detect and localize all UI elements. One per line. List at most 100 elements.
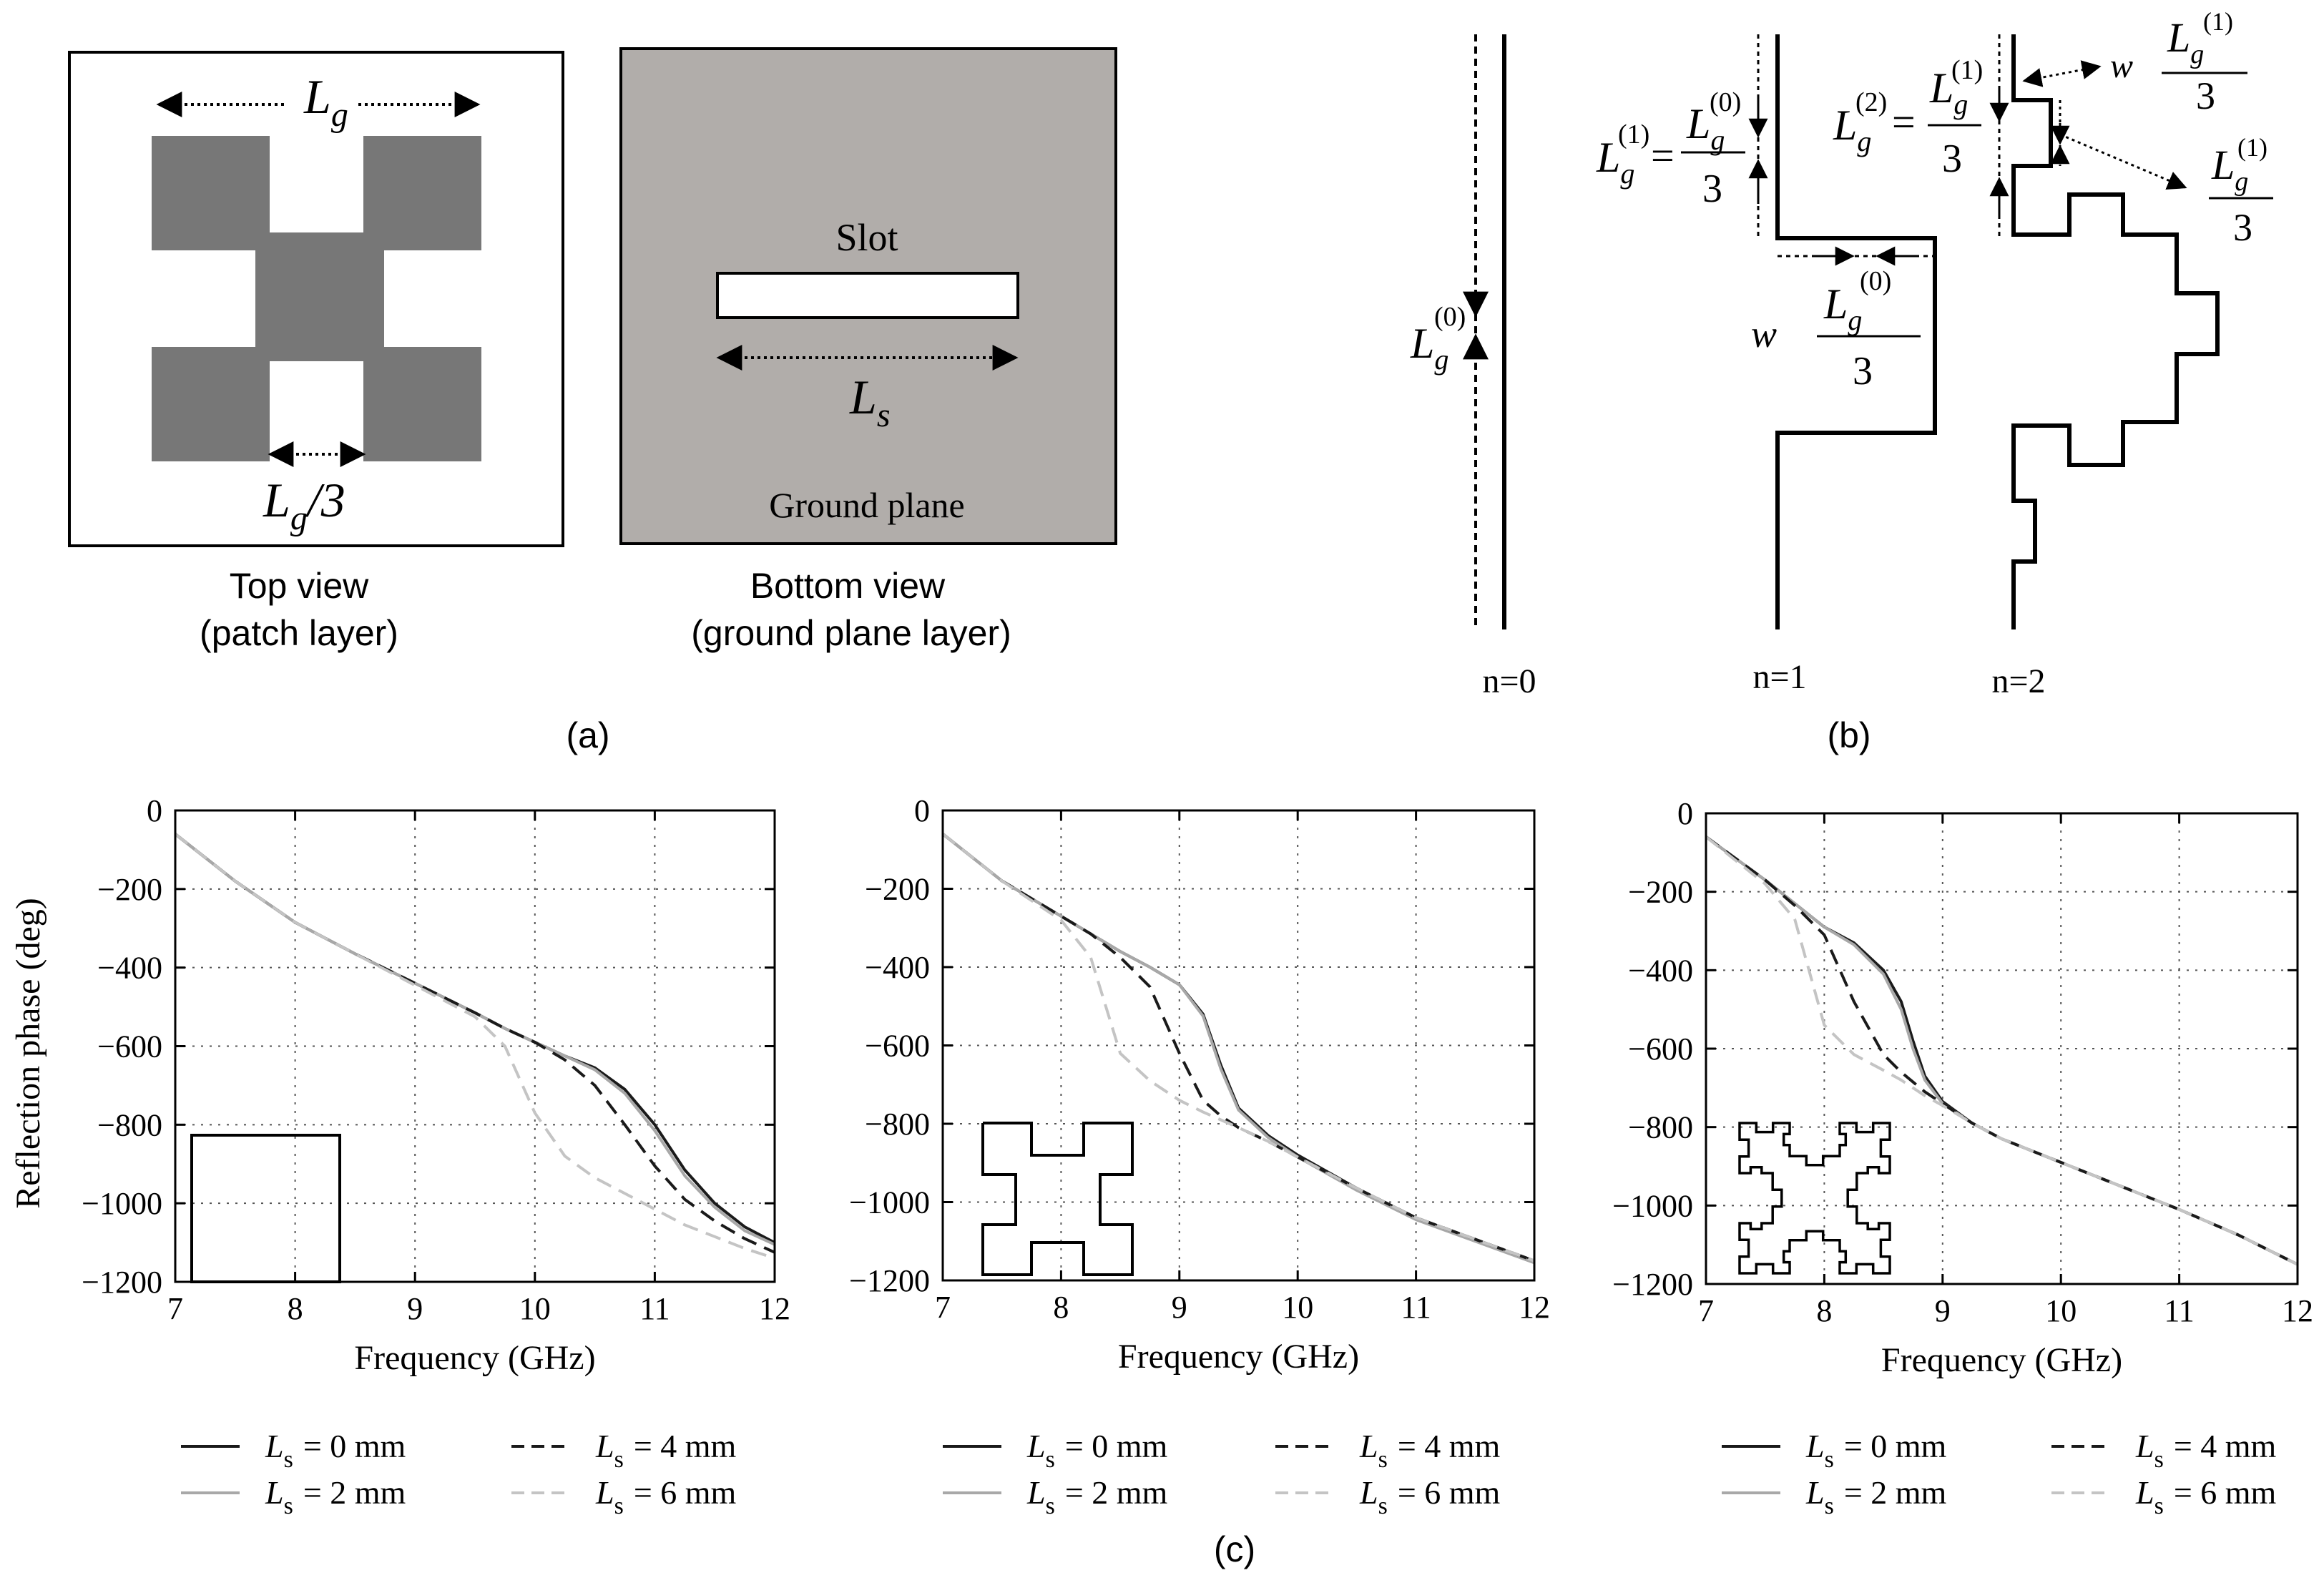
x-tick-label: 12 xyxy=(1519,1290,1550,1325)
y-tick-label: −200 xyxy=(865,872,930,907)
y-tick-label: −600 xyxy=(1628,1031,1693,1067)
series-line-0mm xyxy=(1705,835,2298,1266)
legend-item-2mm: Ls= 2 mm xyxy=(943,1474,1168,1519)
legend-label: Ls= 6 mm xyxy=(595,1474,737,1519)
y-tick-label: −800 xyxy=(1628,1110,1693,1145)
top-view: Lg Lg/3 Top view (patch layer) xyxy=(68,51,564,653)
series-line-2mm xyxy=(174,833,775,1246)
y-tick-label: −1200 xyxy=(1612,1267,1693,1302)
plot-frame xyxy=(1705,812,2299,1285)
x-tick-label: 10 xyxy=(2045,1293,2077,1328)
lg0-num-n1-w: Lg xyxy=(1823,280,1862,336)
y-tick-label: 0 xyxy=(914,793,930,828)
lg1-num-n2: Lg xyxy=(1929,64,1968,120)
top-view-caption-1: Top view xyxy=(230,566,369,606)
lg2-sup: (2) xyxy=(1855,87,1887,117)
y-tick-label: −400 xyxy=(1628,953,1693,988)
x-axis-label: Frequency (GHz) xyxy=(1881,1341,2122,1379)
lg0-label-n0: Lg xyxy=(1410,320,1448,376)
y-tick-label: −1200 xyxy=(849,1263,930,1298)
legend-label: Ls= 4 mm xyxy=(595,1428,737,1473)
legend-item-0mm: Ls= 0 mm xyxy=(181,1428,406,1473)
legend-item-0mm: Ls= 0 mm xyxy=(1722,1428,1947,1473)
x-tick-label: 8 xyxy=(1053,1290,1069,1325)
three-2: 3 xyxy=(1853,349,1873,393)
bottom-view-caption-1: Bottom view xyxy=(750,566,946,606)
y-tick-label: −800 xyxy=(97,1107,162,1142)
y-tick-label: −400 xyxy=(865,950,930,985)
three-1: 3 xyxy=(1702,167,1722,211)
series-line-0mm xyxy=(174,833,775,1244)
series-line-6mm xyxy=(1705,835,2298,1266)
lg0-num-n1: Lg xyxy=(1686,100,1725,156)
x-tick-label: 12 xyxy=(2282,1293,2313,1328)
lg1-sup: (1) xyxy=(1618,119,1649,150)
legend-label: Ls= 0 mm xyxy=(265,1428,406,1473)
panel-c-charts: 7 8 9 10 11 12 0 −200 −400 −600 −800 −1000 −1200Freq… xyxy=(9,793,2313,1379)
x-tick-label: 7 xyxy=(1698,1293,1714,1328)
n2-label: n=2 xyxy=(1991,662,2045,700)
legend-item-4mm: Ls= 4 mm xyxy=(2051,1428,2277,1473)
y-tick-label: −1000 xyxy=(1612,1188,1693,1223)
y-tick-label: −1200 xyxy=(82,1265,162,1300)
iteration-2 xyxy=(1928,34,2273,629)
equals-1: = xyxy=(1651,132,1675,179)
slot xyxy=(716,272,1019,319)
ls-label: Ls xyxy=(849,370,891,434)
y-tick-label: −200 xyxy=(97,872,162,907)
fractal-patch-shape xyxy=(152,136,481,461)
n0-label: n=0 xyxy=(1482,662,1536,700)
series-line-2mm xyxy=(1705,835,2298,1266)
plot-frame xyxy=(941,809,1536,1282)
n1-label: n=1 xyxy=(1752,658,1806,696)
legend-item-6mm: Ls= 6 mm xyxy=(1275,1474,1501,1519)
three-5: 3 xyxy=(2233,206,2252,249)
y-tick-label: −1000 xyxy=(849,1185,930,1220)
iteration-1 xyxy=(1748,34,1937,629)
ground-plane-label: Ground plane xyxy=(769,485,965,525)
lg3-label: Lg/3 xyxy=(263,473,345,537)
inset-fractal-1 xyxy=(981,1122,1134,1276)
inset-fractal-2 xyxy=(1738,1122,1891,1275)
x-tick-label: 8 xyxy=(288,1291,303,1326)
legend-label: Ls= 4 mm xyxy=(2135,1428,2277,1473)
x-tick-label: 11 xyxy=(1401,1290,1431,1325)
series-line-6mm xyxy=(174,833,775,1260)
legend-label: Ls= 4 mm xyxy=(1359,1428,1501,1473)
y-tick-label: −600 xyxy=(97,1029,162,1064)
legend-item-6mm: Ls= 6 mm xyxy=(511,1474,737,1519)
panel-b-labels: Lg (0) Lg (1) = Lg (0) 3 w Lg (0) 3 Lg (… xyxy=(1410,7,2267,755)
bottom-view: Slot Ls Ground plane Bottom view (ground… xyxy=(619,47,1117,653)
x-axis-label: Frequency (GHz) xyxy=(354,1339,595,1377)
lg0-sup-n1-w: (0) xyxy=(1860,266,1891,296)
y-axis-label: Reflection phase (deg) xyxy=(9,898,47,1208)
legend-item-2mm: Ls= 2 mm xyxy=(1722,1474,1947,1519)
three-4: 3 xyxy=(2196,74,2215,117)
legend-label: Ls= 0 mm xyxy=(1805,1428,1947,1473)
bottom-view-caption-2: (ground plane layer) xyxy=(691,613,1011,653)
y-tick-label: −600 xyxy=(865,1029,930,1064)
legend-label: Ls= 0 mm xyxy=(1026,1428,1168,1473)
x-tick-label: 9 xyxy=(1935,1293,1951,1328)
x-tick-label: 7 xyxy=(167,1291,183,1326)
series-line-4mm xyxy=(174,833,775,1254)
x-tick-label: 10 xyxy=(1282,1290,1313,1325)
panel-a: Lg Lg/3 Top view (patch layer) Slot Ls G… xyxy=(68,47,1117,755)
legend-item-2mm: Ls= 2 mm xyxy=(181,1474,406,1519)
panel-c-label: (c) xyxy=(1214,1529,1255,1569)
y-tick-label: −1000 xyxy=(82,1186,162,1221)
panel-a-label: (a) xyxy=(566,715,609,755)
x-tick-label: 10 xyxy=(519,1291,551,1326)
x-tick-label: 9 xyxy=(1172,1290,1187,1325)
lg-label: Lg xyxy=(303,69,348,134)
series-line-4mm xyxy=(1705,835,2298,1266)
panel-b xyxy=(1463,34,2273,629)
w-label-n2: w xyxy=(2110,47,2133,85)
series-line-4mm xyxy=(941,833,1535,1263)
